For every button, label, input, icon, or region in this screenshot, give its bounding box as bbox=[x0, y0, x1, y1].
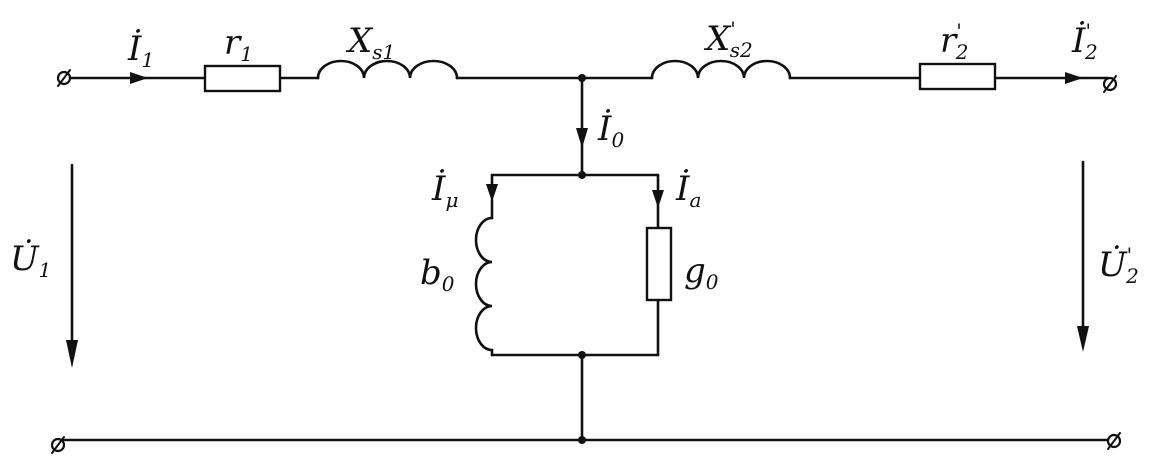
label-u1: U̇1 bbox=[10, 239, 51, 282]
terminal-input-bottom bbox=[50, 436, 66, 454]
label-xs1: Xs1 bbox=[345, 21, 395, 64]
i0-arrow-icon bbox=[576, 128, 588, 148]
i1-arrow-icon bbox=[130, 72, 148, 84]
voltage-u1-arrow-icon bbox=[66, 163, 78, 368]
i2-arrow-icon bbox=[1065, 72, 1083, 84]
label-r2-prime: r'2 bbox=[940, 19, 969, 64]
inductor-b0 bbox=[474, 216, 494, 352]
im-arrow-icon bbox=[486, 184, 498, 202]
label-r1: r1 bbox=[224, 23, 253, 66]
label-xs2: X's2 bbox=[703, 17, 753, 62]
terminal-input-top bbox=[56, 69, 72, 87]
voltage-u2-arrow-icon bbox=[1077, 160, 1089, 352]
resistor-g0 bbox=[645, 226, 673, 302]
label-i0: İ0 bbox=[597, 109, 624, 152]
resistor-r2-prime bbox=[918, 62, 997, 91]
ia-arrow-icon bbox=[652, 190, 664, 208]
node-bottom bbox=[578, 436, 586, 444]
terminal-output-top bbox=[1102, 75, 1118, 93]
label-b0: b0 bbox=[420, 253, 455, 296]
label-ia: İa bbox=[675, 169, 701, 212]
label-g0: g0 bbox=[684, 251, 719, 294]
label-i1: İ1 bbox=[127, 29, 154, 72]
inductor-xs1 bbox=[316, 59, 459, 80]
terminal-output-bottom bbox=[1106, 432, 1122, 450]
label-i2-prime: İ'2 bbox=[1071, 19, 1098, 64]
inductor-xs2 bbox=[650, 59, 792, 80]
resistor-r1 bbox=[203, 64, 282, 93]
label-u2-prime: U̇'2 bbox=[1098, 243, 1139, 288]
label-im: İμ bbox=[431, 169, 458, 212]
